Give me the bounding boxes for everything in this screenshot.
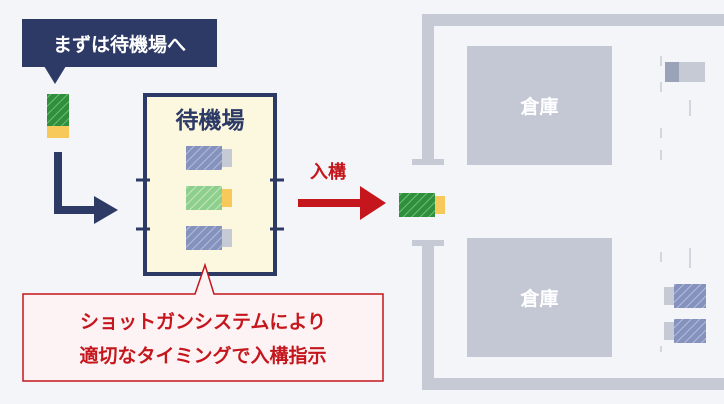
callout-bottom-line-1: ショットガンシステムにより (79, 310, 327, 333)
compound-bottom-wall (422, 244, 724, 390)
waiting-truck-2 (186, 186, 232, 210)
entering-truck-icon (399, 193, 445, 217)
warehouse-1-label: 倉庫 (520, 95, 559, 118)
callout-top-text: まずは待機場へ (52, 33, 186, 56)
warehouse-compound (412, 14, 724, 390)
parked-truck-bottom-1 (664, 284, 706, 308)
parked-truck-top (665, 62, 705, 82)
callout-bottom (22, 262, 384, 382)
compound-top-wall (422, 14, 724, 160)
arriving-truck-icon (47, 94, 69, 138)
waiting-truck-1 (186, 146, 232, 170)
callout-bottom-line-2: 適切なタイミングで入構指示 (79, 344, 327, 367)
waiting-area-title: 待機場 (175, 108, 245, 134)
warehouse-1-building (467, 46, 612, 165)
warehouse-2-label: 倉庫 (520, 287, 559, 310)
callout-top (22, 19, 217, 84)
waiting-truck-3 (186, 226, 232, 250)
warehouse-2-building (467, 238, 612, 357)
parked-truck-bottom-2 (664, 319, 706, 343)
elbow-arrow-icon (54, 152, 118, 224)
entry-arrow-label: 入構 (310, 162, 346, 183)
parking-lines (660, 56, 691, 352)
right-arrow-icon (298, 186, 386, 220)
